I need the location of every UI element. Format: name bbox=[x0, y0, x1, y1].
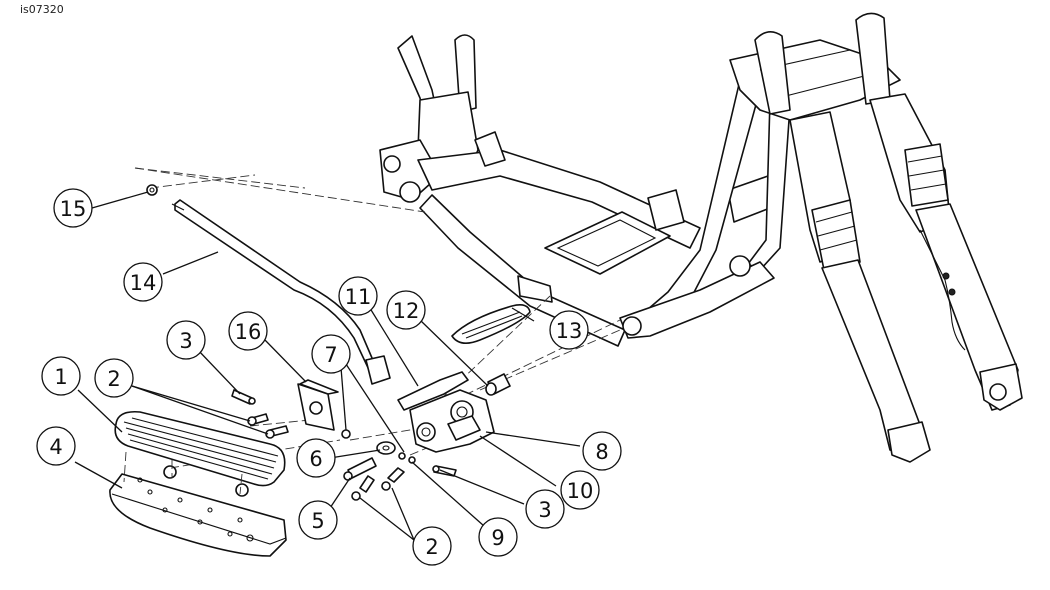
callout-circle bbox=[386, 290, 426, 330]
callout-circle bbox=[525, 489, 565, 529]
callout-6: 6 bbox=[296, 438, 336, 478]
callout-circle bbox=[296, 438, 336, 478]
callout-11: 11 bbox=[338, 276, 378, 316]
screw-3-lower bbox=[432, 465, 457, 477]
callout-label: 9 bbox=[491, 526, 504, 550]
callout-circle bbox=[53, 188, 93, 228]
callout-12: 12 bbox=[386, 290, 426, 330]
assembly-lines bbox=[134, 167, 621, 469]
callout-circle bbox=[94, 358, 134, 398]
nut-7 bbox=[341, 429, 351, 439]
figure-id-label: is07320 bbox=[20, 3, 64, 16]
callout-circle bbox=[228, 311, 268, 351]
washer-6 bbox=[376, 441, 396, 455]
footboard-1 bbox=[114, 410, 286, 487]
frame-assembly bbox=[379, 34, 901, 347]
callout-label: 7 bbox=[324, 343, 337, 367]
callout-circle bbox=[166, 320, 206, 360]
callout-label: 14 bbox=[130, 271, 157, 295]
callout-1: 1 bbox=[41, 356, 81, 396]
callout-2: 2 bbox=[94, 358, 134, 398]
callout-10: 10 bbox=[560, 470, 600, 510]
bracket-16 bbox=[297, 379, 339, 431]
callout-3: 3 bbox=[525, 489, 565, 529]
callout-circle bbox=[582, 431, 622, 471]
callout-label: 4 bbox=[49, 435, 62, 459]
callout-9: 9 bbox=[478, 517, 518, 557]
callout-circle bbox=[41, 356, 81, 396]
callout-label: 10 bbox=[567, 479, 594, 503]
callout-4: 4 bbox=[36, 426, 76, 466]
callout-15: 15 bbox=[53, 188, 93, 228]
washer-9 bbox=[398, 452, 416, 464]
callout-label: 12 bbox=[393, 299, 420, 323]
callout-circle bbox=[560, 470, 600, 510]
screw-3-upper bbox=[231, 389, 256, 405]
callout-7: 7 bbox=[311, 334, 351, 374]
callout-circle bbox=[36, 426, 76, 466]
callout-14: 14 bbox=[123, 262, 163, 302]
callout-circle bbox=[123, 262, 163, 302]
callout-label: 16 bbox=[235, 320, 262, 344]
shift-rod bbox=[171, 199, 391, 385]
callout-label: 13 bbox=[556, 319, 583, 343]
shift-lever-bracket bbox=[397, 371, 495, 453]
screw-5 bbox=[343, 457, 377, 481]
callout-13: 13 bbox=[549, 310, 589, 350]
pivot-bushing-12 bbox=[485, 373, 511, 396]
callout-3: 3 bbox=[166, 320, 206, 360]
callout-5: 5 bbox=[298, 500, 338, 540]
callout-circle bbox=[311, 334, 351, 374]
callout-circle bbox=[549, 310, 589, 350]
screws-2-lower bbox=[351, 467, 405, 501]
callout-label: 2 bbox=[107, 367, 120, 391]
callout-label: 5 bbox=[311, 509, 324, 533]
shifter-peg-13 bbox=[451, 304, 531, 344]
callout-label: 6 bbox=[309, 447, 322, 471]
nut-15 bbox=[146, 184, 158, 196]
callout-circle bbox=[478, 517, 518, 557]
callout-circle bbox=[298, 500, 338, 540]
callout-circle bbox=[338, 276, 378, 316]
screws-2-upper bbox=[247, 413, 289, 439]
callout-label: 3 bbox=[538, 498, 551, 522]
callout-label: 3 bbox=[179, 329, 192, 353]
callout-label: 15 bbox=[60, 197, 87, 221]
callout-label: 8 bbox=[595, 440, 608, 464]
callout-label: 2 bbox=[425, 535, 438, 559]
footboard-pan-4 bbox=[109, 451, 287, 557]
callout-label: 1 bbox=[54, 365, 67, 389]
callout-2: 2 bbox=[412, 526, 452, 566]
callout-circle bbox=[412, 526, 452, 566]
front-forks bbox=[754, 12, 1023, 463]
leader-lines bbox=[74, 191, 581, 541]
callout-label: 11 bbox=[345, 285, 372, 309]
callout-8: 8 bbox=[582, 431, 622, 471]
callout-16: 16 bbox=[228, 311, 268, 351]
